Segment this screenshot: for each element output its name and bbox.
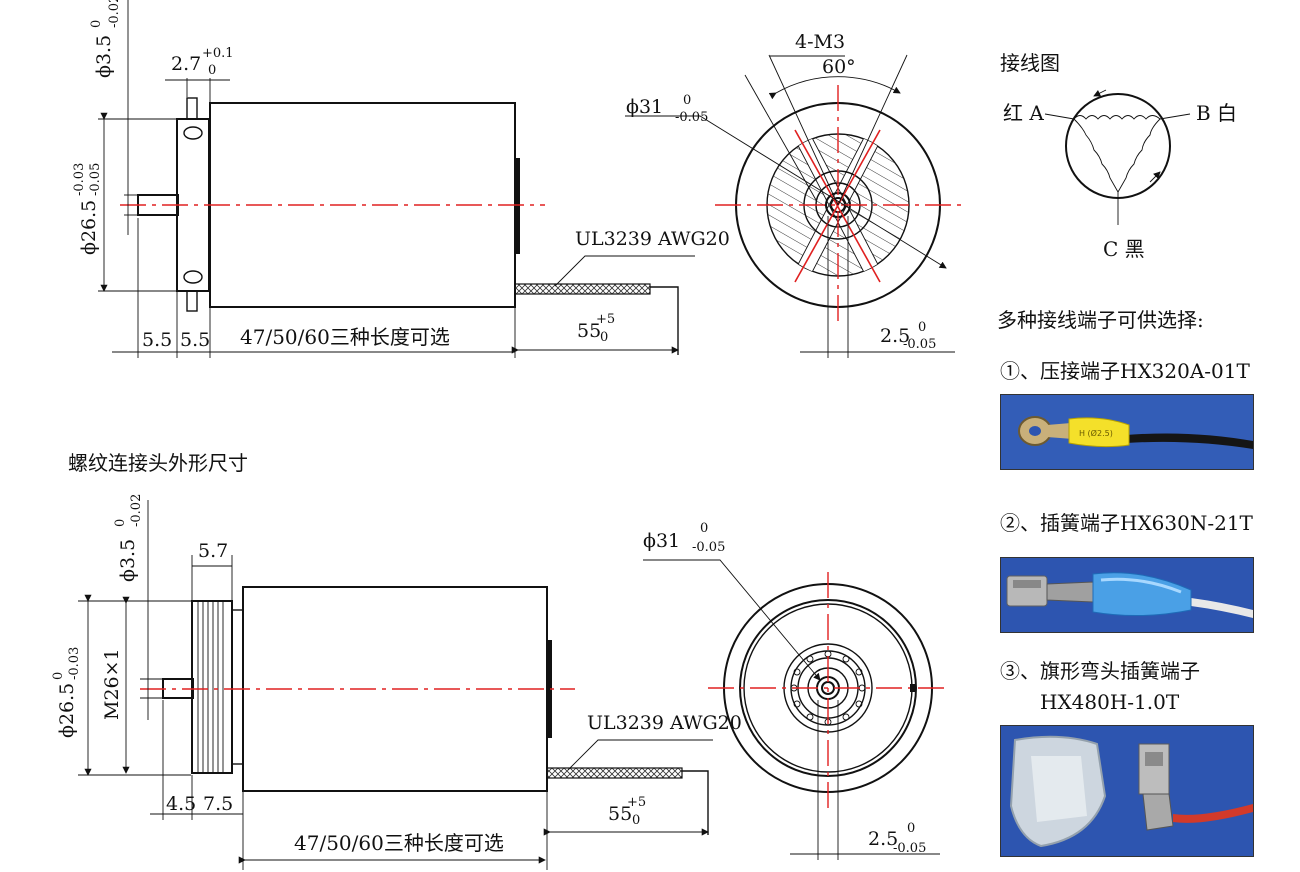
bottom-shaft-dia-tol-low: -0.02 [129,494,144,527]
terminal-photo-1: H (Ø2.5) [1000,394,1254,470]
bottom-end-dim: 2.5 [868,828,898,850]
terminal-photo-3 [1000,725,1254,857]
top-end-dia: ϕ31 [626,96,663,118]
bottom-end-dia-tol-low: -0.05 [692,540,725,555]
bottom-dim-b: 7.5 [203,793,233,815]
bottom-length-label: 47/50/60三种长度可选 [294,831,504,855]
top-flange-thk-tol-low: 0 [208,63,216,78]
bottom-thread-spec: M26×1 [101,648,123,720]
bottom-end-dia-tol-up: 0 [700,521,708,536]
top-wire-label: UL3239 AWG20 [575,228,730,250]
terminal-item-1: ①、压接端子HX320A-01T [1000,359,1251,383]
bottom-end-dim-tol-up: 0 [907,821,915,836]
top-shaft-dia-tol-up: 0 [89,20,104,28]
bottom-thread-len: 5.7 [198,540,228,562]
bottom-wire-len-tol-up: +5 [627,795,646,810]
bottom-end-dims: ϕ31 0 -0.05 2.5 0 -0.05 [643,521,926,856]
top-wire [514,283,651,295]
terminal-item-3-model: HX480H-1.0T [1040,690,1180,714]
bottom-dim-a: 4.5 [166,793,196,815]
top-end-dia-tol-low: -0.05 [675,110,708,125]
bottom-wire [546,767,683,779]
bottom-body-dia-tol-low: -0.03 [67,647,82,680]
terminals-title: 多种接线端子可供选择: [997,308,1204,332]
top-side-dims: ϕ3.5 0 -0.02 2.7 +0.1 0 ϕ26.5 -0.03 -0.0… [72,0,730,351]
bottom-end-dia: ϕ31 [643,530,680,552]
top-end-dia-tol-up: 0 [683,93,691,108]
bottom-wire-label: UL3239 AWG20 [587,712,742,734]
top-body-dia-tol-low: -0.05 [88,163,103,196]
top-end-dim: 2.5 [880,325,910,347]
terminal-item-2: ②、插簧端子HX630N-21T [1000,511,1254,535]
top-flange-thk-tol-up: +0.1 [202,46,234,61]
top-wire-len-tol-low: 0 [600,330,608,345]
wiring-b-label: B 白 [1196,101,1237,125]
top-end-dim-tol-low: -0.05 [903,337,936,352]
top-length-label: 47/50/60三种长度可选 [240,325,450,349]
top-flange-thk: 2.7 [171,53,201,75]
wiring-title: 接线图 [1000,51,1060,75]
wiring-diagram: 接线图 红 A B 白 C 黑 [1000,51,1237,261]
top-dim-a: 5.5 [142,329,172,351]
top-end-dims: 4-M3 60° ϕ31 0 -0.05 2.5 0 -0.05 [626,31,936,352]
wiring-circle [1065,93,1171,199]
terminal-item-3: ③、旗形弯头插簧端子 [1000,659,1200,683]
top-end-view [625,54,965,358]
top-side-view [98,0,695,358]
photo1-label: H (Ø2.5) [1079,428,1113,438]
bottom-body-dia-tol-up: 0 [51,672,66,680]
top-end-angle: 60° [822,56,856,78]
bottom-wire-len: 55 [608,803,632,825]
top-wire-len: 55 [577,320,601,342]
bottom-rear-cap [546,640,552,738]
wiring-c-label: C 黑 [1103,237,1145,261]
top-rear-cap [514,158,520,254]
bottom-title: 螺纹连接头外形尺寸 [68,451,248,475]
bottom-side-view [78,500,713,870]
bottom-body-dia: ϕ26.5 [56,683,78,738]
terminal-options: 多种接线端子可供选择: ①、压接端子HX320A-01T ②、插簧端子HX630… [997,308,1254,714]
bottom-shaft-dia-tol-up: 0 [113,519,128,527]
bottom-side-dims: ϕ3.5 0 -0.02 5.7 ϕ26.5 0 -0.03 M26×1 4.5… [51,494,742,855]
terminal-photo-2 [1000,557,1254,633]
top-wire-len-tol-up: +5 [596,312,615,327]
bottom-end-view [643,559,950,860]
top-end-holes: 4-M3 [795,31,845,53]
bottom-shaft-dia: ϕ3.5 [117,539,139,582]
top-body-dia-tol-up: -0.03 [72,163,87,196]
top-dim-b: 5.5 [180,329,210,351]
bottom-wire-len-tol-low: 0 [632,813,640,828]
top-body-dia: ϕ26.5 [78,200,100,255]
top-shaft-dia-tol-low: -0.02 [107,0,122,28]
bottom-end-dim-tol-low: -0.05 [893,841,926,856]
top-end-dim-tol-up: 0 [918,320,926,335]
wiring-a-label: 红 A [1003,101,1044,125]
top-shaft-dia: ϕ3.5 [93,35,115,78]
